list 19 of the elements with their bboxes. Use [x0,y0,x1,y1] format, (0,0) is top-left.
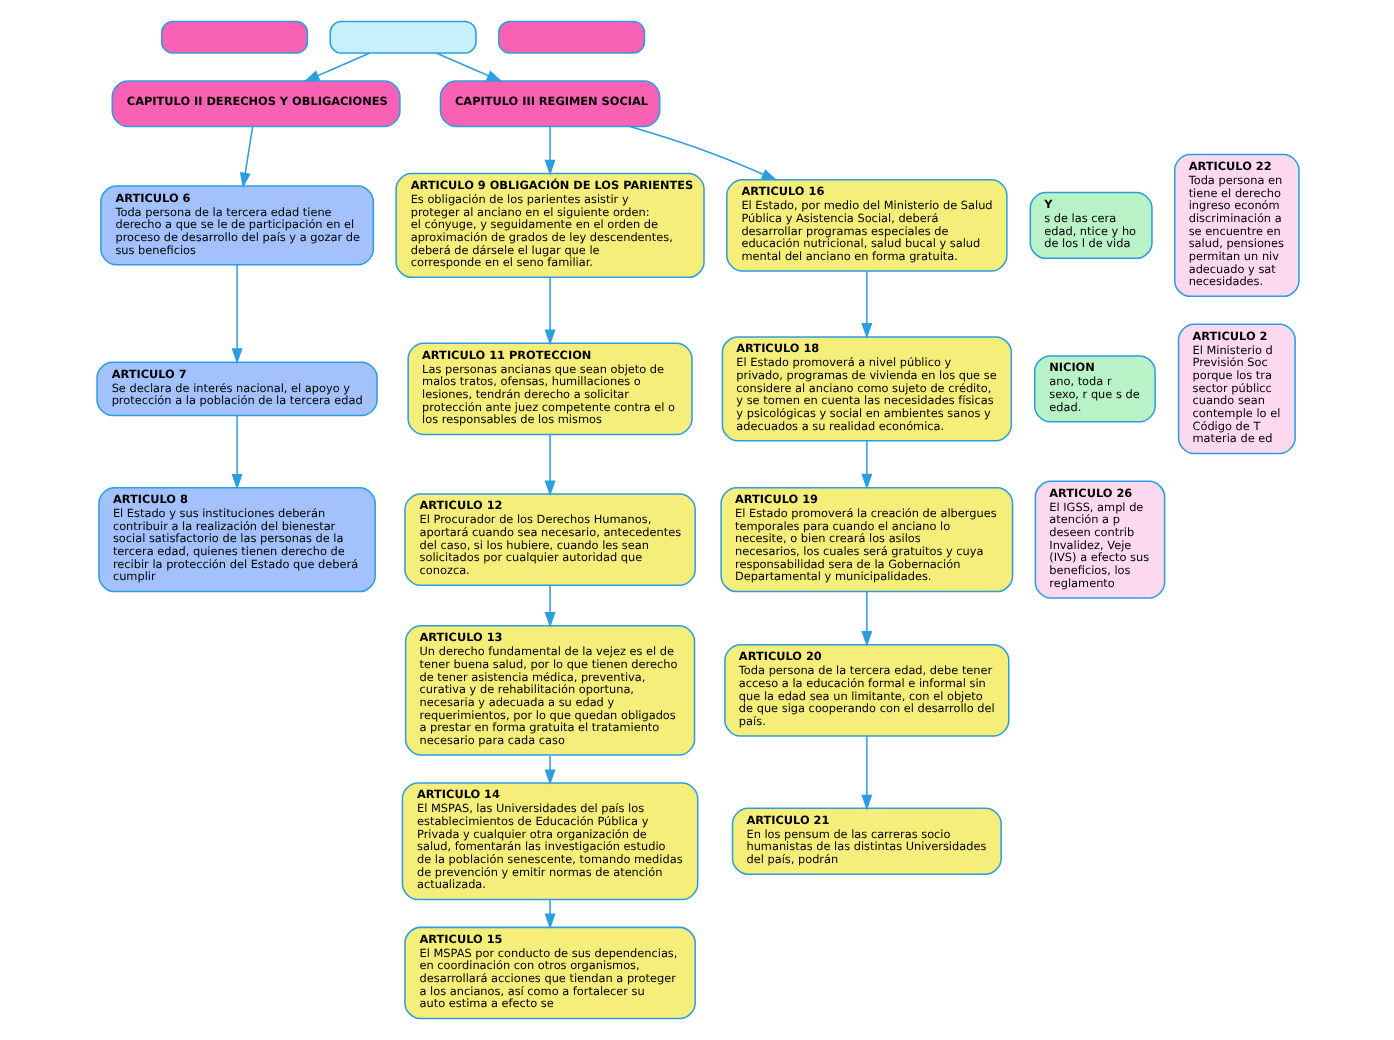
arrow [302,52,370,82]
arrow [860,591,872,647]
arrow [860,735,872,811]
arrow [230,264,242,365]
arrow [543,754,555,786]
arrow [860,270,872,339]
arrow [543,898,555,930]
node-box [159,20,308,54]
node-box [328,20,476,54]
arrow [230,414,242,490]
arrow [435,52,502,82]
arrow [543,126,555,176]
arrow [543,584,555,628]
arrow [860,440,872,490]
arrow [543,433,555,497]
node-box [497,20,645,54]
arrow [628,125,777,181]
arrow [543,276,555,346]
arrow [238,126,253,189]
